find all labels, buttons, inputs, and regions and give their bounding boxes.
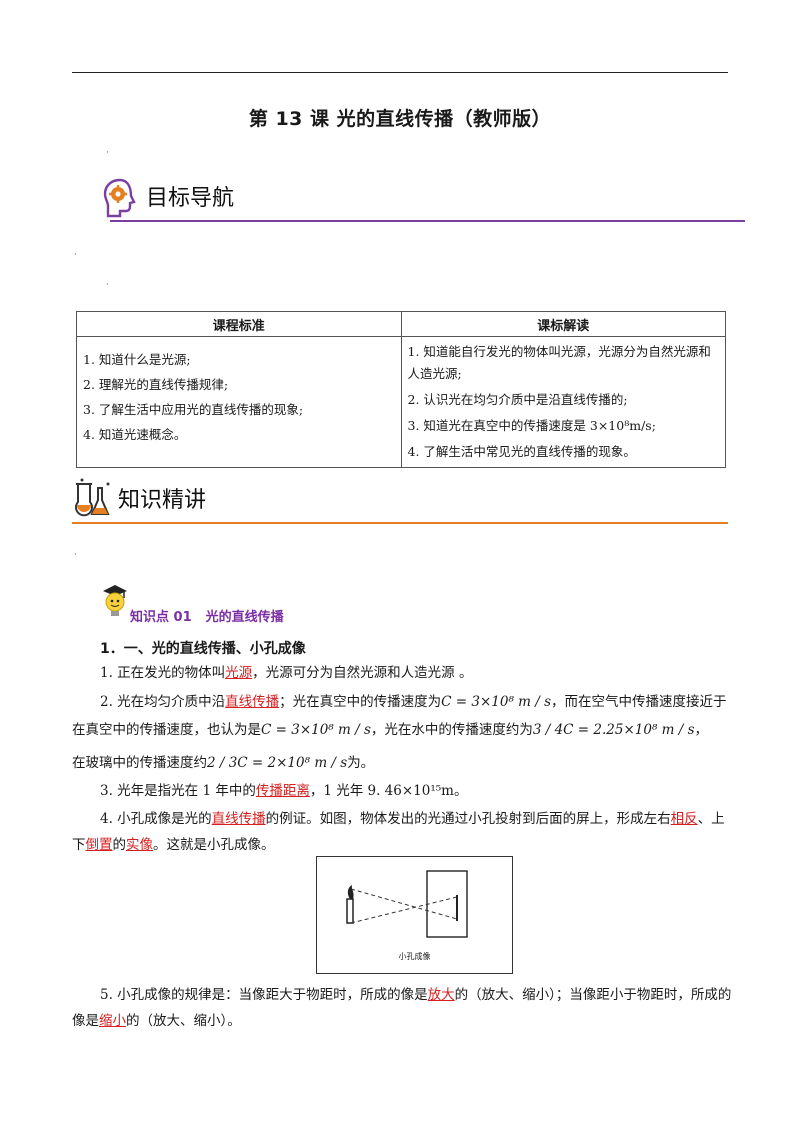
- table-header: 课标解读: [400, 311, 726, 337]
- standards-cell: 1. 知道什么是光源; 2. 理解光的直线传播规律; 3. 了解生活中应用光的直…: [76, 336, 402, 468]
- page-title: 第 13 课 光的直线传播（教师版）: [248, 108, 552, 130]
- answer-blank: 直线传播: [211, 811, 266, 827]
- text: 4. 小孔成像是光的: [100, 811, 212, 827]
- paragraph-4: 4. 小孔成像是光的直线传播的例证。如图，物体发出的光通过小孔投射到后面的屏上，…: [72, 806, 732, 858]
- formula: C = 3×10⁸ m / s: [441, 694, 552, 710]
- paragraph-3: 3. 光年是指光在 1 年中的传播距离，1 光年 9. 46×10¹⁵m。: [72, 780, 732, 802]
- answer-blank: 缩小: [99, 1013, 126, 1029]
- paragraph-5: 5. 小孔成像的规律是：当像距大于物距时，所成的像是放大的（放大、缩小）；当像距…: [72, 982, 732, 1034]
- curriculum-table: 课程标准 课标解读 1. 知道什么是光源; 2. 理解光的直线传播规律; 3. …: [76, 311, 726, 468]
- section-title-goals: 目标导航: [146, 186, 235, 211]
- text: 为。: [347, 755, 375, 771]
- lab-flask-icon: [75, 478, 110, 517]
- answer-blank: 实像: [126, 837, 153, 853]
- text: ，而在空气中传播速度接近于在真空中的传播速度，也认为是: [72, 694, 727, 738]
- answer-blank: 相反: [670, 811, 698, 827]
- section-header-knowledge: 知识精讲: [70, 478, 728, 524]
- answer-blank: 传播距离: [255, 783, 310, 799]
- formula: C = 3×10⁸ m / s: [261, 722, 371, 738]
- header-rule: [72, 72, 728, 73]
- section-header-goals: 目标导航: [100, 176, 745, 222]
- answer-blank: 倒置: [85, 837, 113, 853]
- graduate-bulb-icon: [103, 585, 127, 616]
- stray-mark: ·: [74, 550, 77, 560]
- section-title-knowledge: 知识精讲: [118, 488, 207, 513]
- text: 2. 光在均匀介质中沿: [100, 694, 226, 710]
- text: ，光源可分为自然光源和人造光源 。: [252, 665, 473, 681]
- text: 1. 正在发光的物体叫: [100, 665, 226, 681]
- stray-mark: ·: [106, 280, 109, 290]
- text: 3. 光年是指光在 1 年中的: [100, 783, 256, 799]
- figure-caption: 小孔成像: [398, 952, 431, 961]
- list-item: 1. 知道什么是光源;: [83, 352, 191, 367]
- text: 在玻璃中的传播速度约: [72, 755, 207, 771]
- answer-blank: 放大: [427, 987, 455, 1003]
- list-item: 2. 理解光的直线传播规律;: [83, 377, 229, 392]
- formula: 2 / 3C = 2×10⁸ m / s: [207, 755, 348, 771]
- text: 的（放大、缩小）。: [126, 1013, 241, 1029]
- paragraph-2: 2. 光在均匀介质中沿直线传播；光在真空中的传播速度为C = 3×10⁸ m /…: [72, 688, 732, 744]
- text: 。这就是小孔成像。: [153, 837, 275, 853]
- text: ，: [694, 722, 709, 738]
- section-rule-orange: [72, 522, 728, 524]
- text: 的例证。如图，物体发出的光通过小孔投射到后面的屏上，形成左右: [265, 811, 671, 827]
- table-header: 课程标准: [76, 311, 402, 337]
- brain-gear-icon: [103, 178, 136, 218]
- list-item: 3. 知道光在真空中的传播速度是 3×10⁸m/s;: [407, 418, 656, 433]
- list-item: 4. 知道光速概念。: [83, 427, 187, 442]
- answer-blank: 直线传播: [225, 694, 280, 710]
- text: 5. 小孔成像的规律是：当像距大于物距时，所成的像是: [100, 987, 428, 1003]
- knowledge-point-title: 知识点 01 光的直线传播: [130, 606, 298, 625]
- text: ，光在水中的传播速度约为: [370, 722, 533, 738]
- subheading: 1．一、光的直线传播、小孔成像: [100, 641, 306, 657]
- formula: 3 / 4C = 2.25×10⁸ m / s: [532, 722, 695, 738]
- pinhole-figure: 小孔成像: [316, 856, 513, 974]
- stray-mark: ·: [74, 250, 77, 260]
- list-item: 2. 认识光在均匀介质中是沿直线传播的;: [407, 392, 628, 407]
- interpretation-cell: 1. 知道能自行发光的物体叫光源，光源分为自然光源和人造光源; 2. 认识光在均…: [400, 336, 726, 468]
- list-item: 1. 知道能自行发光的物体叫光源，光源分为自然光源和人造光源;: [407, 344, 711, 381]
- text: 的（放大、缩小）；当像距小于物距时，所成的像是: [72, 987, 732, 1029]
- paragraph-2-cont: 在玻璃中的传播速度约2 / 3C = 2×10⁸ m / s为。: [72, 750, 732, 776]
- text: ；光在真空中的传播速度为: [279, 694, 442, 710]
- list-item: 3. 了解生活中应用光的直线传播的现象;: [83, 402, 304, 417]
- knowledge-point-heading: 光的直线传播: [205, 610, 284, 625]
- section-rule-purple: [110, 220, 745, 222]
- text: 、上下: [72, 811, 725, 853]
- list-item: 4. 了解生活中常见光的直线传播的现象。: [407, 444, 636, 459]
- stray-mark: ·: [106, 148, 109, 158]
- answer-blank: 光源: [225, 665, 253, 681]
- text: 的: [112, 837, 127, 853]
- pinhole-diagram: [346, 870, 468, 938]
- text: ，1 光年 9. 46×10¹⁵m。: [309, 783, 468, 799]
- knowledge-point-badge: 知识点 01: [130, 610, 192, 625]
- paragraph-1: 1. 正在发光的物体叫光源，光源可分为自然光源和人造光源 。: [72, 662, 732, 684]
